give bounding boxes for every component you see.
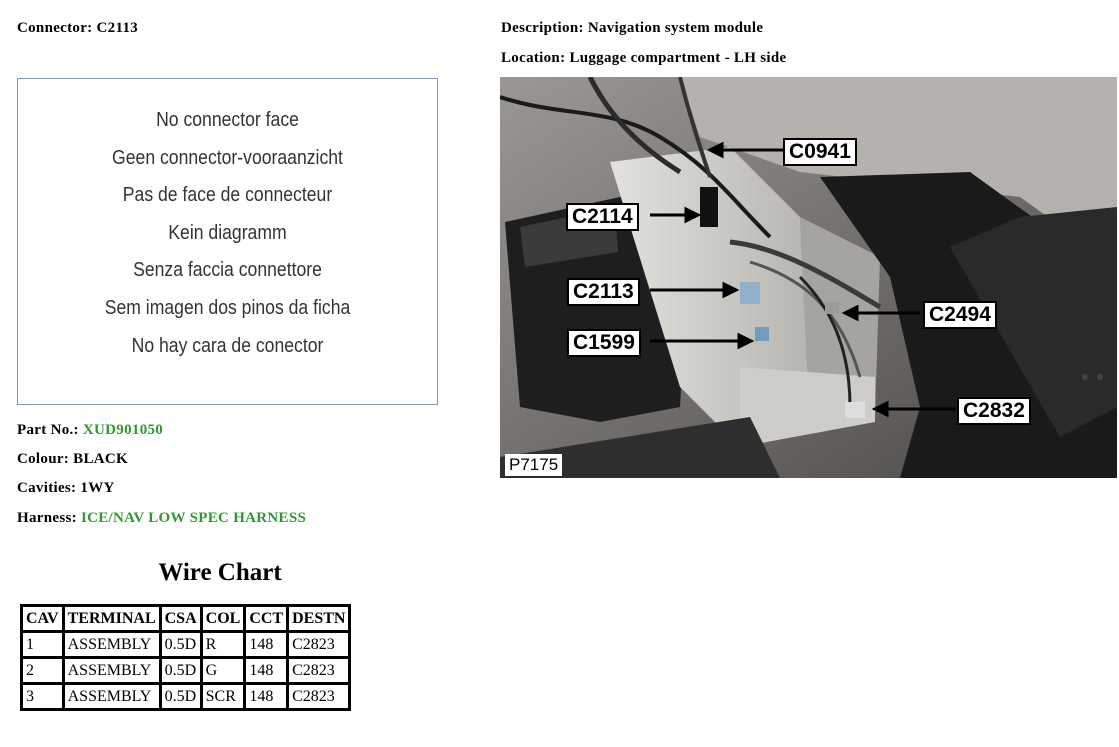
colour-value: BLACK [73, 451, 129, 467]
cell-destn: C2823 [286, 656, 352, 685]
description-label: Description: [501, 20, 584, 36]
connector-label: Connector: [17, 20, 93, 36]
header-cav: CAV [20, 604, 65, 633]
cell-terminal: ASSEMBLY [61, 656, 162, 685]
header-terminal: TERMINAL [61, 604, 162, 633]
harness-label: Harness: [17, 510, 77, 526]
header-col: COL [199, 604, 247, 633]
cell-cav: 3 [20, 682, 65, 711]
face-text-fr: Pas de face de connecteur [122, 184, 333, 206]
cell-destn: C2823 [286, 682, 352, 711]
part-no-label: Part No.: [17, 422, 79, 438]
part-no-line: Part No.: XUD901050 [17, 422, 163, 439]
cell-csa: 0.5D [158, 682, 203, 711]
header-destn: DESTN [286, 604, 352, 633]
location-value: Luggage compartment - LH side [569, 50, 787, 66]
header-csa: CSA [158, 604, 203, 633]
part-no-value: XUD901050 [82, 422, 164, 438]
callout-c0941: C0941 [783, 138, 857, 166]
wire-chart-header-row: CAV TERMINAL CSA COL CCT DESTN [20, 604, 352, 633]
cell-cct: 148 [243, 630, 290, 659]
location-photo: C0941 C2114 C2113 C2494 C1599 C2832 P717… [500, 77, 1117, 478]
callout-c2113: C2113 [567, 278, 640, 306]
table-row: 1 ASSEMBLY 0.5D R 148 C2823 [20, 630, 352, 659]
harness-line: Harness: ICE/NAV LOW SPEC HARNESS [17, 510, 306, 527]
face-text-es: No hay cara de conector [131, 335, 324, 357]
wire-chart-title: Wire Chart [158, 559, 282, 586]
cell-cav: 2 [20, 656, 65, 685]
cavities-line: Cavities: 1WY [17, 480, 115, 497]
cell-terminal: ASSEMBLY [61, 630, 162, 659]
cell-terminal: ASSEMBLY [61, 682, 162, 711]
cell-destn: C2823 [286, 630, 352, 659]
table-row: 3 ASSEMBLY 0.5D SCR 148 C2823 [20, 682, 352, 711]
table-row: 2 ASSEMBLY 0.5D G 148 C2823 [20, 656, 352, 685]
connector-line: Connector: C2113 [17, 20, 138, 37]
description-value: Navigation system module [587, 20, 764, 36]
cavities-label: Cavities: [17, 480, 77, 496]
cell-col: R [199, 630, 247, 659]
harness-value: ICE/NAV LOW SPEC HARNESS [80, 510, 307, 526]
face-text-de: Kein diagramm [168, 222, 287, 244]
connector-face-box: No connector face Geen connector-vooraan… [17, 78, 438, 405]
face-text-en: No connector face [156, 109, 299, 131]
colour-label: Colour: [17, 451, 70, 467]
cell-col: SCR [199, 682, 247, 711]
face-text-it: Senza faccia connettore [133, 259, 322, 281]
cell-csa: 0.5D [158, 656, 203, 685]
cavities-value: 1WY [80, 480, 115, 496]
face-text-nl: Geen connector-vooraanzicht [112, 147, 343, 169]
header-cct: CCT [243, 604, 290, 633]
cell-cct: 148 [243, 682, 290, 711]
cell-cct: 148 [243, 656, 290, 685]
callout-c1599: C1599 [567, 329, 641, 357]
description-line: Description: Navigation system module [501, 20, 763, 37]
cell-csa: 0.5D [158, 630, 203, 659]
photo-reference-id: P7175 [505, 454, 563, 476]
colour-line: Colour: BLACK [17, 451, 128, 468]
cell-cav: 1 [20, 630, 65, 659]
callout-c2494: C2494 [923, 301, 997, 329]
cell-col: G [199, 656, 247, 685]
wire-chart-table: CAV TERMINAL CSA COL CCT DESTN 1 ASSEMBL… [20, 604, 352, 711]
location-line: Location: Luggage compartment - LH side [501, 50, 786, 67]
location-label: Location: [501, 50, 566, 66]
callout-c2114: C2114 [566, 203, 639, 231]
connector-value: C2113 [96, 20, 139, 36]
face-text-pt: Sem imagen dos pinos da ficha [104, 297, 351, 319]
callout-c2832: C2832 [957, 397, 1031, 425]
